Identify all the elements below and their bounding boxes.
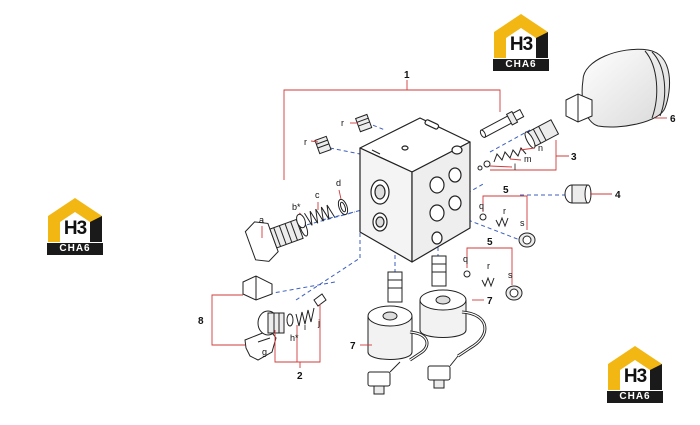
r-plugs [314,113,373,155]
accumulator-dome [565,48,671,128]
plug-part [564,184,592,204]
callout-r-lower: r [487,261,490,271]
callout-4: 4 [615,190,621,201]
lower-relief-parts [242,275,327,361]
callout-r-top2: r [304,137,307,147]
callout-5-lower: 5 [487,237,493,248]
callout-q-upper: q [479,201,484,211]
callout-i: i [304,322,306,332]
callout-s-upper: s [520,218,525,228]
callout-g: g [262,347,267,357]
logo-text: CHA6 [607,391,663,403]
logo-text: CHA6 [47,243,103,255]
callout-a: a [259,215,264,225]
logo-text: CHA6 [493,59,549,71]
callout-2: 2 [297,371,303,382]
callout-n: n [538,143,543,153]
callout-3: 3 [571,152,577,163]
relief-valve-cartridge [244,198,349,262]
logo-mark: H3 [623,366,647,387]
brand-logo-bottom: H3 CHA6 [604,344,666,406]
solenoid-coil-left [367,271,429,395]
callout-7-right: 7 [487,296,493,307]
callout-b: b* [292,202,301,212]
check-parts-upper [479,213,536,248]
callout-s-lower: s [508,270,513,280]
callout-c: c [315,190,320,200]
brand-logo-top: H3 CHA6 [490,12,552,74]
brand-logo-left: H3 CHA6 [44,196,106,258]
callout-l: l [514,162,516,172]
callout-d: d [336,178,341,188]
house-logo-icon [608,346,662,390]
callout-r-top1: r [341,118,344,128]
callout-7-left: 7 [350,341,356,352]
callout-q-lower: q [463,254,468,264]
right-check-parts [477,108,560,171]
callout-r-upper: r [503,206,506,216]
logo-mark: H3 [63,218,87,239]
callout-m: m [524,154,532,164]
logo-mark: H3 [509,34,533,55]
callout-5-upper: 5 [503,185,509,196]
house-logo-icon [48,198,102,242]
callout-6: 6 [670,114,676,125]
check-parts-lower [463,270,523,301]
solenoid-coil-right [419,255,487,389]
callout-h: h* [290,333,299,343]
house-logo-icon [494,14,548,58]
callout-1: 1 [404,70,410,81]
callout-j: j [317,318,320,328]
valve-block [359,117,471,263]
callout-8: 8 [198,316,204,327]
callout-leader-lines [211,80,667,368]
